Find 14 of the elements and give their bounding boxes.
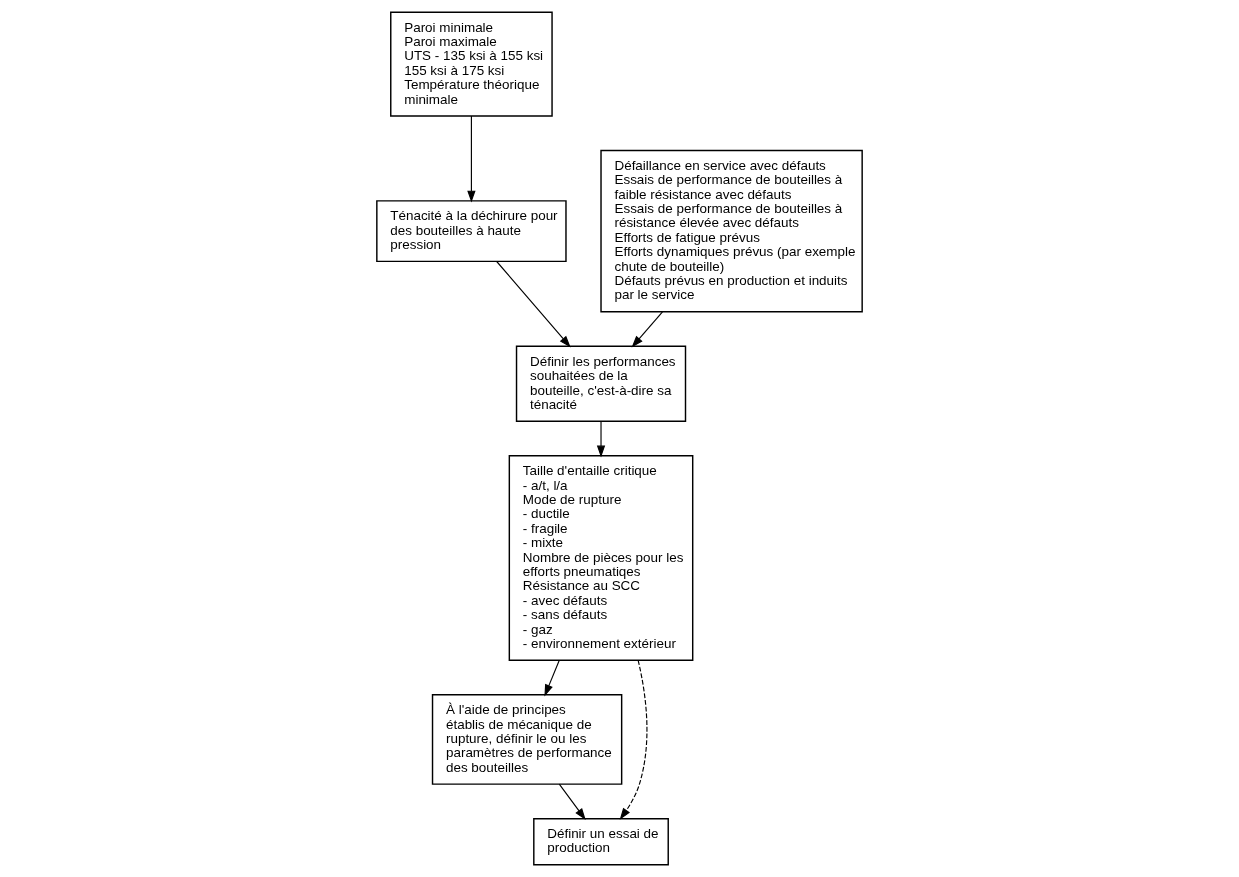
arrow [467, 115, 476, 203]
node-box: À l'aide de principes établis de mécanique de rupture, définir le ou les paramètres de performance des bouteilles [431, 694, 623, 785]
arrow [631, 311, 664, 348]
node-box: Taille d'entaille critique - a/t, l/a Mode de rupture - ductile - fragile - mixte Nombre de pièces pour les efforts pneumatiqes Résistance au SCC - avec défauts - sans défauts - gaz - environnement extérieur [508, 455, 694, 661]
node-box: Défaillance en service avec défauts Essais de performance de bouteilles à faible résistance avec défauts Essais de performance de bouteilles à résistance élevée avec défauts Efforts de fatigue prévus Efforts dynamiques prévus (par exemple chute de bouteille) Défauts prévus en production et induits par le service [600, 149, 863, 313]
arrow [558, 783, 586, 821]
arrow [496, 260, 571, 348]
arrow [544, 659, 560, 697]
arrow [596, 420, 606, 458]
node-box: Ténacité à la déchirure pour des bouteilles à haute pression [376, 200, 567, 263]
node-box: Paroi minimale Paroi maximale UTS - 135 ksi à 155 ksi 155 ksi à 175 ksi Température théorique minimale [390, 11, 553, 117]
arrow [619, 659, 648, 820]
node-box: Définir les performances souhaitées de la bouteille, c'est-à-dire sa ténacité [515, 345, 687, 422]
node-box: Définir un essai de production [533, 817, 669, 866]
